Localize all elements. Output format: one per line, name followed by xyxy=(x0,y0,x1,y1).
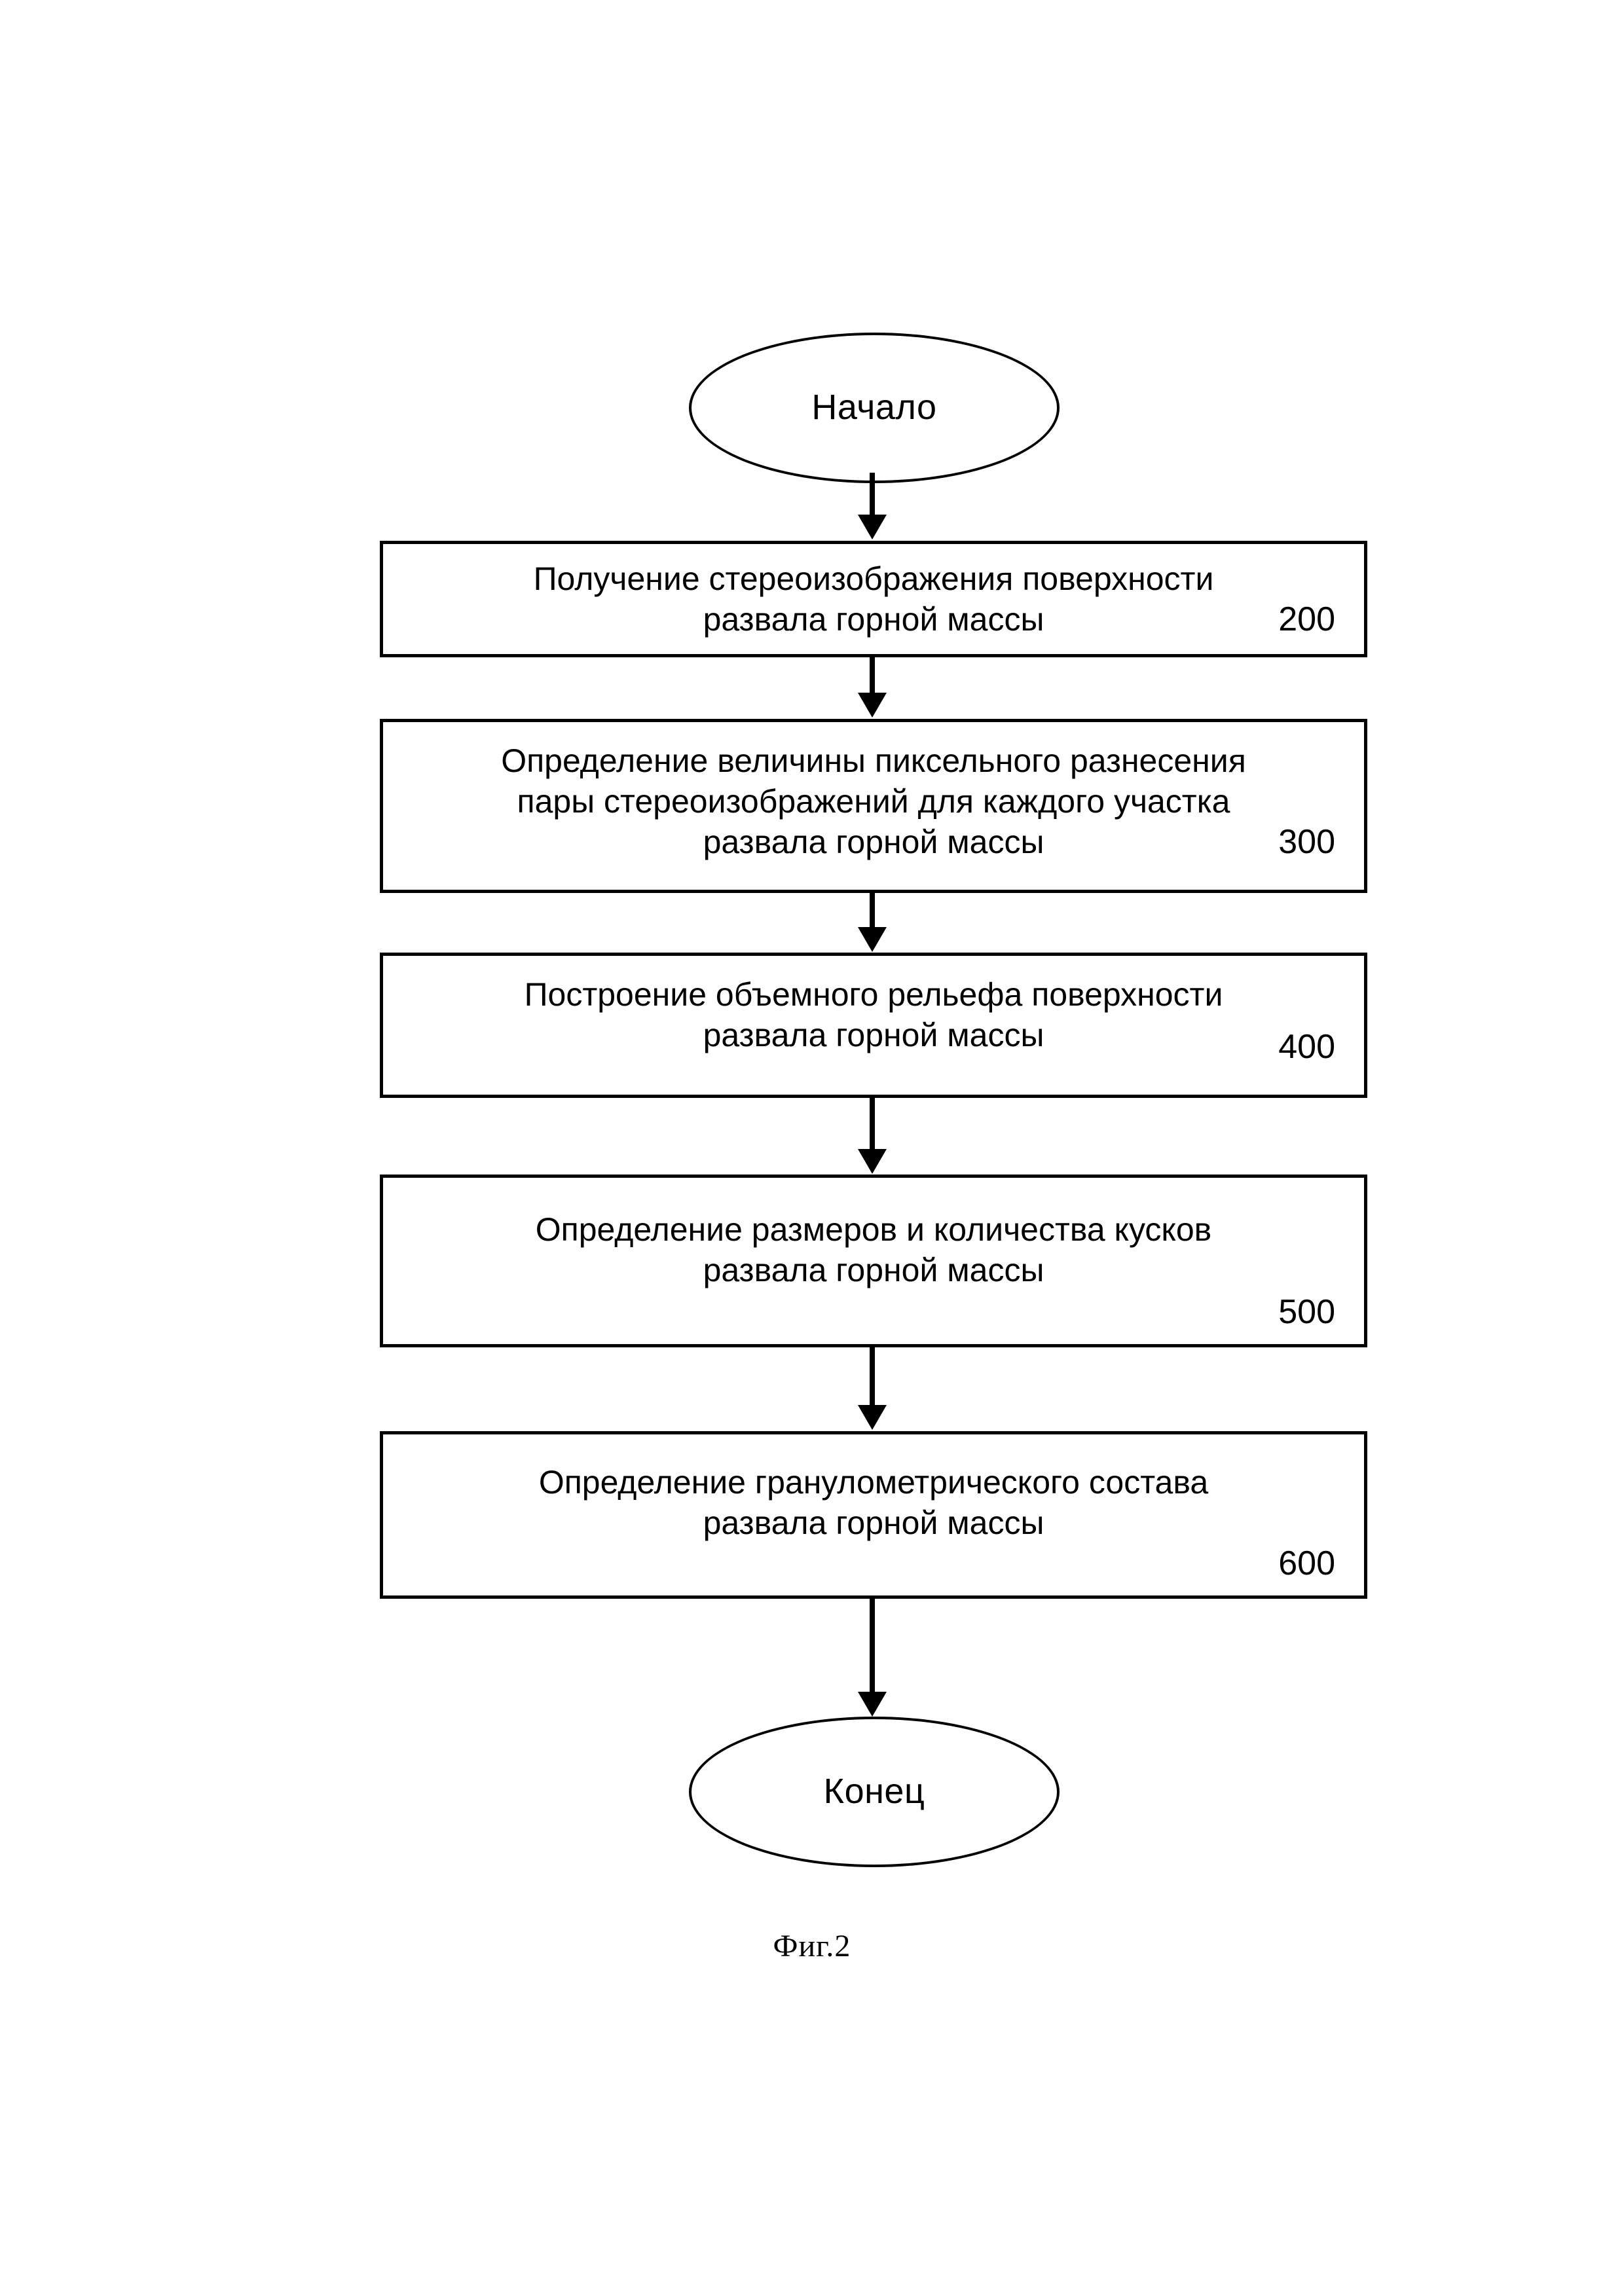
flow-node-300: Определение величины пиксельного разнесе… xyxy=(380,719,1367,893)
arrowhead-down-icon xyxy=(858,1149,887,1174)
flow-node-start: Начало xyxy=(689,333,1060,483)
flow-node-200-number: 200 xyxy=(1278,600,1335,638)
flow-node-end: Конец xyxy=(689,1717,1060,1867)
flow-node-600: Определение гранулометрического состава … xyxy=(380,1431,1367,1599)
arrowhead-down-icon xyxy=(858,1692,887,1717)
flow-node-600-number: 600 xyxy=(1278,1544,1335,1582)
arrowhead-down-icon xyxy=(858,693,887,718)
flow-node-200: Получение стереоизображения поверхности … xyxy=(380,541,1367,657)
arrowhead-down-icon xyxy=(858,927,887,952)
flow-node-500: Определение размеров и количества кусков… xyxy=(380,1175,1367,1347)
flow-node-start-label: Начало xyxy=(811,388,937,428)
connector-400-to-500 xyxy=(870,1098,875,1150)
connector-500-to-600 xyxy=(870,1347,875,1406)
flow-node-400-text: Построение объемного рельефа поверхности… xyxy=(524,976,1223,1053)
flow-node-300-text: Определение величины пиксельного разнесе… xyxy=(501,742,1246,860)
flow-node-400-number: 400 xyxy=(1278,1028,1335,1066)
flow-node-300-number: 300 xyxy=(1278,823,1335,861)
connector-300-to-400 xyxy=(870,893,875,928)
connector-600-to-end xyxy=(870,1599,875,1693)
arrowhead-down-icon xyxy=(858,1405,887,1430)
arrowhead-down-icon xyxy=(858,515,887,539)
flow-node-500-number: 500 xyxy=(1278,1293,1335,1331)
flow-node-600-text: Определение гранулометрического состава … xyxy=(538,1464,1209,1541)
figure-caption: Фиг.2 xyxy=(773,1929,851,1963)
connector-start-to-200 xyxy=(870,473,875,516)
flow-node-500-text: Определение размеров и количества кусков… xyxy=(535,1211,1212,1288)
flow-node-200-text: Получение стереоизображения поверхности … xyxy=(533,560,1214,638)
flow-node-end-label: Конец xyxy=(823,1772,925,1812)
connector-200-to-300 xyxy=(870,657,875,694)
flow-node-400: Построение объемного рельефа поверхности… xyxy=(380,953,1367,1098)
